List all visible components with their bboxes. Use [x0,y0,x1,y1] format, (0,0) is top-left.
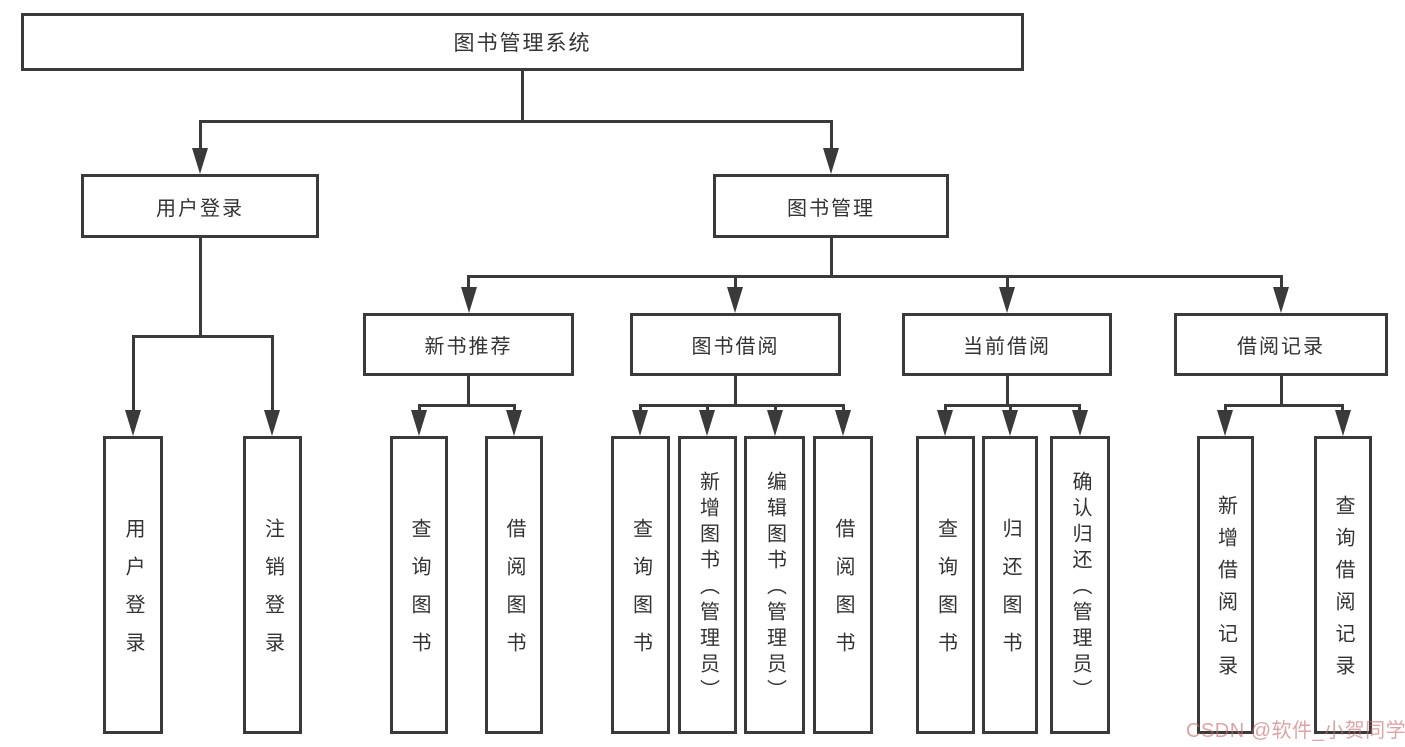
leaf-confirm-return-admin: 确认归还（管理员） [1050,436,1110,734]
node-current-borrow: 当前借阅 [902,313,1112,376]
arrowhead-leaf-7 [767,410,783,436]
edge-to-leaf-12 [1224,404,1227,413]
node-book-management: 图书管理 [713,174,949,238]
edge-root-branch [199,120,833,123]
arrowhead-user-login [192,148,208,174]
leaf-edit-book-admin: 编辑图书（管理员） [744,436,805,734]
arrowhead-leaf-3 [411,410,427,436]
edge-new-book-branch [418,404,515,407]
arrowhead-book-management [823,148,839,174]
leaf-edit-book-admin-label: 编辑图书（管理员） [763,471,786,705]
edge-to-leaf-user-login [132,335,135,413]
node-library-management-system: 图书管理系统 [21,13,1024,71]
edge-to-book-borrow [734,275,737,290]
edge-to-user-login [199,120,202,150]
edge-user-login-branch [132,335,274,338]
edge-book-borrow-branch [639,404,844,407]
edge-to-leaf-10 [1009,404,1012,413]
leaf-borrow-book-2: 借阅图书 [813,436,873,734]
edge-book-borrow-stem [734,374,737,406]
edge-to-leaf-5 [639,404,642,413]
leaf-query-book-1: 查询图书 [390,436,448,734]
leaf-logout-label: 注销登录 [261,518,284,670]
leaf-add-book-admin: 新增图书（管理员） [678,436,737,734]
arrowhead-leaf-13 [1335,410,1351,436]
leaf-borrow-book-1: 借阅图书 [485,436,543,734]
leaf-confirm-return-admin-label: 确认归还（管理员） [1069,471,1091,705]
leaf-logout: 注销登录 [243,436,302,734]
edge-user-login-stem [199,237,202,337]
node-borrow-record: 借阅记录 [1174,313,1388,376]
arrowhead-book-borrow [727,287,743,313]
arrowhead-current-borrow [999,287,1015,313]
edge-to-leaf-7 [774,404,777,413]
leaf-query-borrow-record: 查询借阅记录 [1314,436,1372,734]
edge-borrow-record-stem [1280,374,1283,406]
node-user-login: 用户登录 [81,174,319,238]
arrowhead-leaf-10 [1002,410,1018,436]
arrowhead-leaf-8 [835,410,851,436]
arrowhead-borrow-record [1273,287,1289,313]
leaf-query-book-2-label: 查询图书 [629,518,652,670]
arrowhead-leaf-9 [937,410,953,436]
arrowhead-leaf-4 [506,410,522,436]
edge-new-book-stem [467,374,470,406]
edge-to-book-management [830,120,833,150]
edge-to-leaf-logout [271,335,274,413]
csdn-watermark: CSDN @软件_小贺同学 [1186,720,1405,742]
leaf-query-borrow-record-label: 查询借阅记录 [1332,495,1354,687]
edge-root-stem [521,71,524,122]
leaf-add-book-admin-label: 新增图书（管理员） [696,471,719,705]
edge-to-leaf-6 [706,404,709,413]
leaf-query-book-2: 查询图书 [611,436,670,734]
node-new-book-recommend: 新书推荐 [363,313,574,376]
edge-to-borrow-record [1280,275,1283,290]
edge-to-leaf-13 [1341,404,1344,413]
arrowhead-leaf-12 [1217,410,1233,436]
edge-to-leaf-11 [1078,404,1081,413]
arrowhead-leaf-user-login [125,410,141,436]
leaf-add-borrow-record: 新增借阅记录 [1197,436,1254,734]
arrowhead-leaf-6 [699,410,715,436]
edge-book-management-branch [467,275,1283,278]
leaf-borrow-book-2-label: 借阅图书 [832,518,854,670]
edge-to-leaf-9 [944,404,947,413]
edge-to-current-borrow [1006,275,1009,290]
arrowhead-leaf-5 [632,410,648,436]
arrowhead-leaf-11 [1072,410,1088,436]
arrowhead-leaf-logout [264,410,280,436]
edge-borrow-record-branch [1224,404,1344,407]
arrowhead-new-book [461,287,477,313]
edge-to-leaf-3 [418,404,421,413]
edge-book-management-stem [830,237,833,277]
leaf-return-book: 归还图书 [982,436,1038,734]
leaf-query-book-3: 查询图书 [916,436,975,734]
leaf-query-book-3-label: 查询图书 [934,518,957,670]
leaf-user-login-label: 用户登录 [122,518,144,670]
edge-to-new-book [467,275,470,290]
edge-current-borrow-stem [1006,374,1009,406]
edge-current-borrow-branch [944,404,1081,407]
leaf-query-book-1-label: 查询图书 [408,518,430,670]
edge-to-leaf-4 [513,404,516,413]
leaf-return-book-label: 归还图书 [999,518,1021,670]
leaf-add-borrow-record-label: 新增借阅记录 [1214,495,1237,687]
edge-to-leaf-8 [842,404,845,413]
node-book-borrow: 图书借阅 [630,313,841,376]
leaf-user-login: 用户登录 [103,436,163,734]
leaf-borrow-book-1-label: 借阅图书 [503,518,525,670]
